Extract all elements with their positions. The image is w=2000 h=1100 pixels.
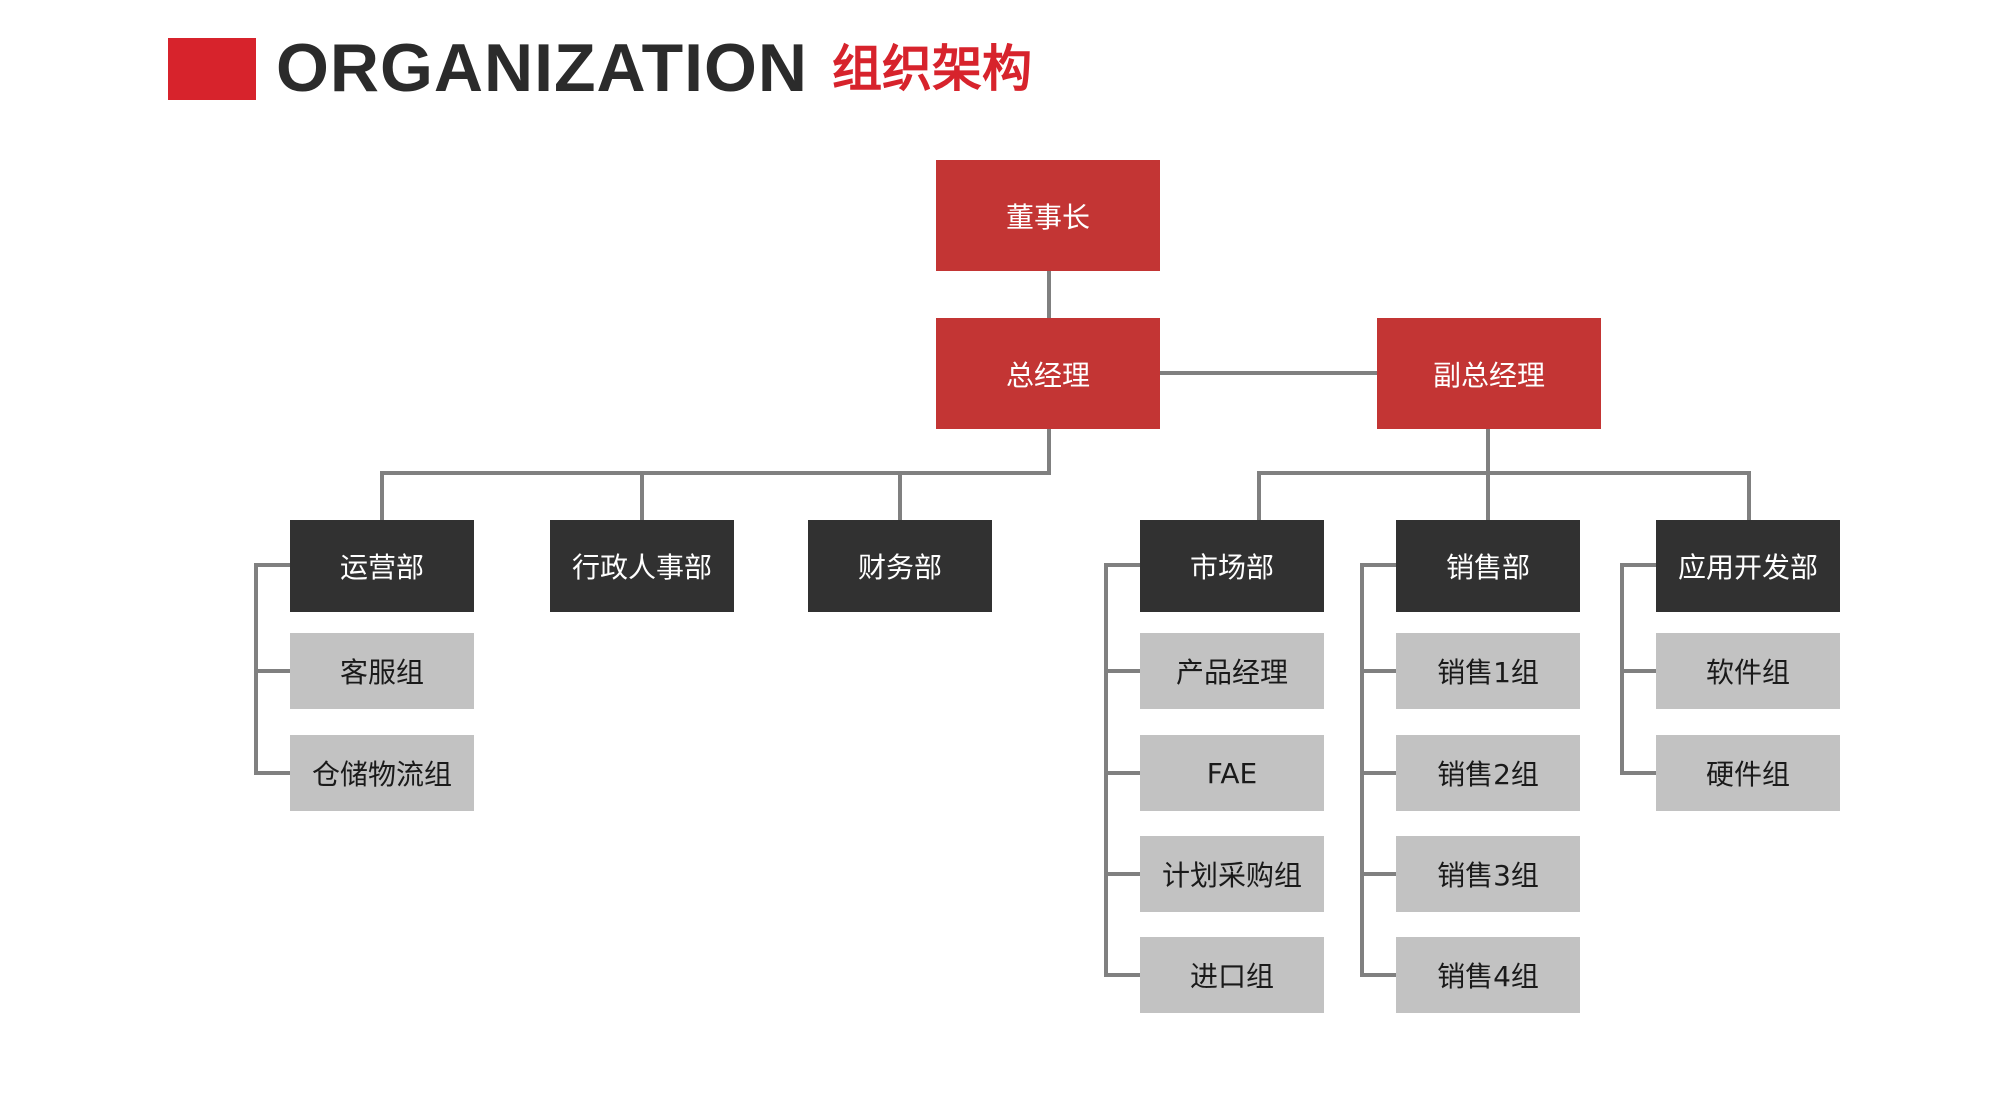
node-team: 进口组 xyxy=(1140,937,1324,1013)
node-chairman: 董事长 xyxy=(936,160,1160,271)
node-deputy-general-manager: 副总经理 xyxy=(1377,318,1601,429)
header-title-en: ORGANIZATION xyxy=(276,30,809,106)
node-dept-app-dev: 应用开发部 xyxy=(1656,520,1840,612)
header-accent-bar xyxy=(168,38,256,100)
node-dept-marketing: 市场部 xyxy=(1140,520,1324,612)
node-team: 销售1组 xyxy=(1396,633,1580,709)
node-general-manager: 总经理 xyxy=(936,318,1160,429)
node-dept-admin-hr: 行政人事部 xyxy=(550,520,734,612)
node-team: 软件组 xyxy=(1656,633,1840,709)
node-dept-operations: 运营部 xyxy=(290,520,474,612)
node-team: FAE xyxy=(1140,735,1324,811)
node-team: 仓储物流组 xyxy=(290,735,474,811)
node-team: 销售3组 xyxy=(1396,836,1580,912)
node-team: 销售4组 xyxy=(1396,937,1580,1013)
header-title-cn: 组织架构 xyxy=(832,40,1032,98)
node-team: 硬件组 xyxy=(1656,735,1840,811)
node-team: 销售2组 xyxy=(1396,735,1580,811)
node-team: 计划采购组 xyxy=(1140,836,1324,912)
node-dept-sales: 销售部 xyxy=(1396,520,1580,612)
node-team: 产品经理 xyxy=(1140,633,1324,709)
node-dept-finance: 财务部 xyxy=(808,520,992,612)
node-team: 客服组 xyxy=(290,633,474,709)
